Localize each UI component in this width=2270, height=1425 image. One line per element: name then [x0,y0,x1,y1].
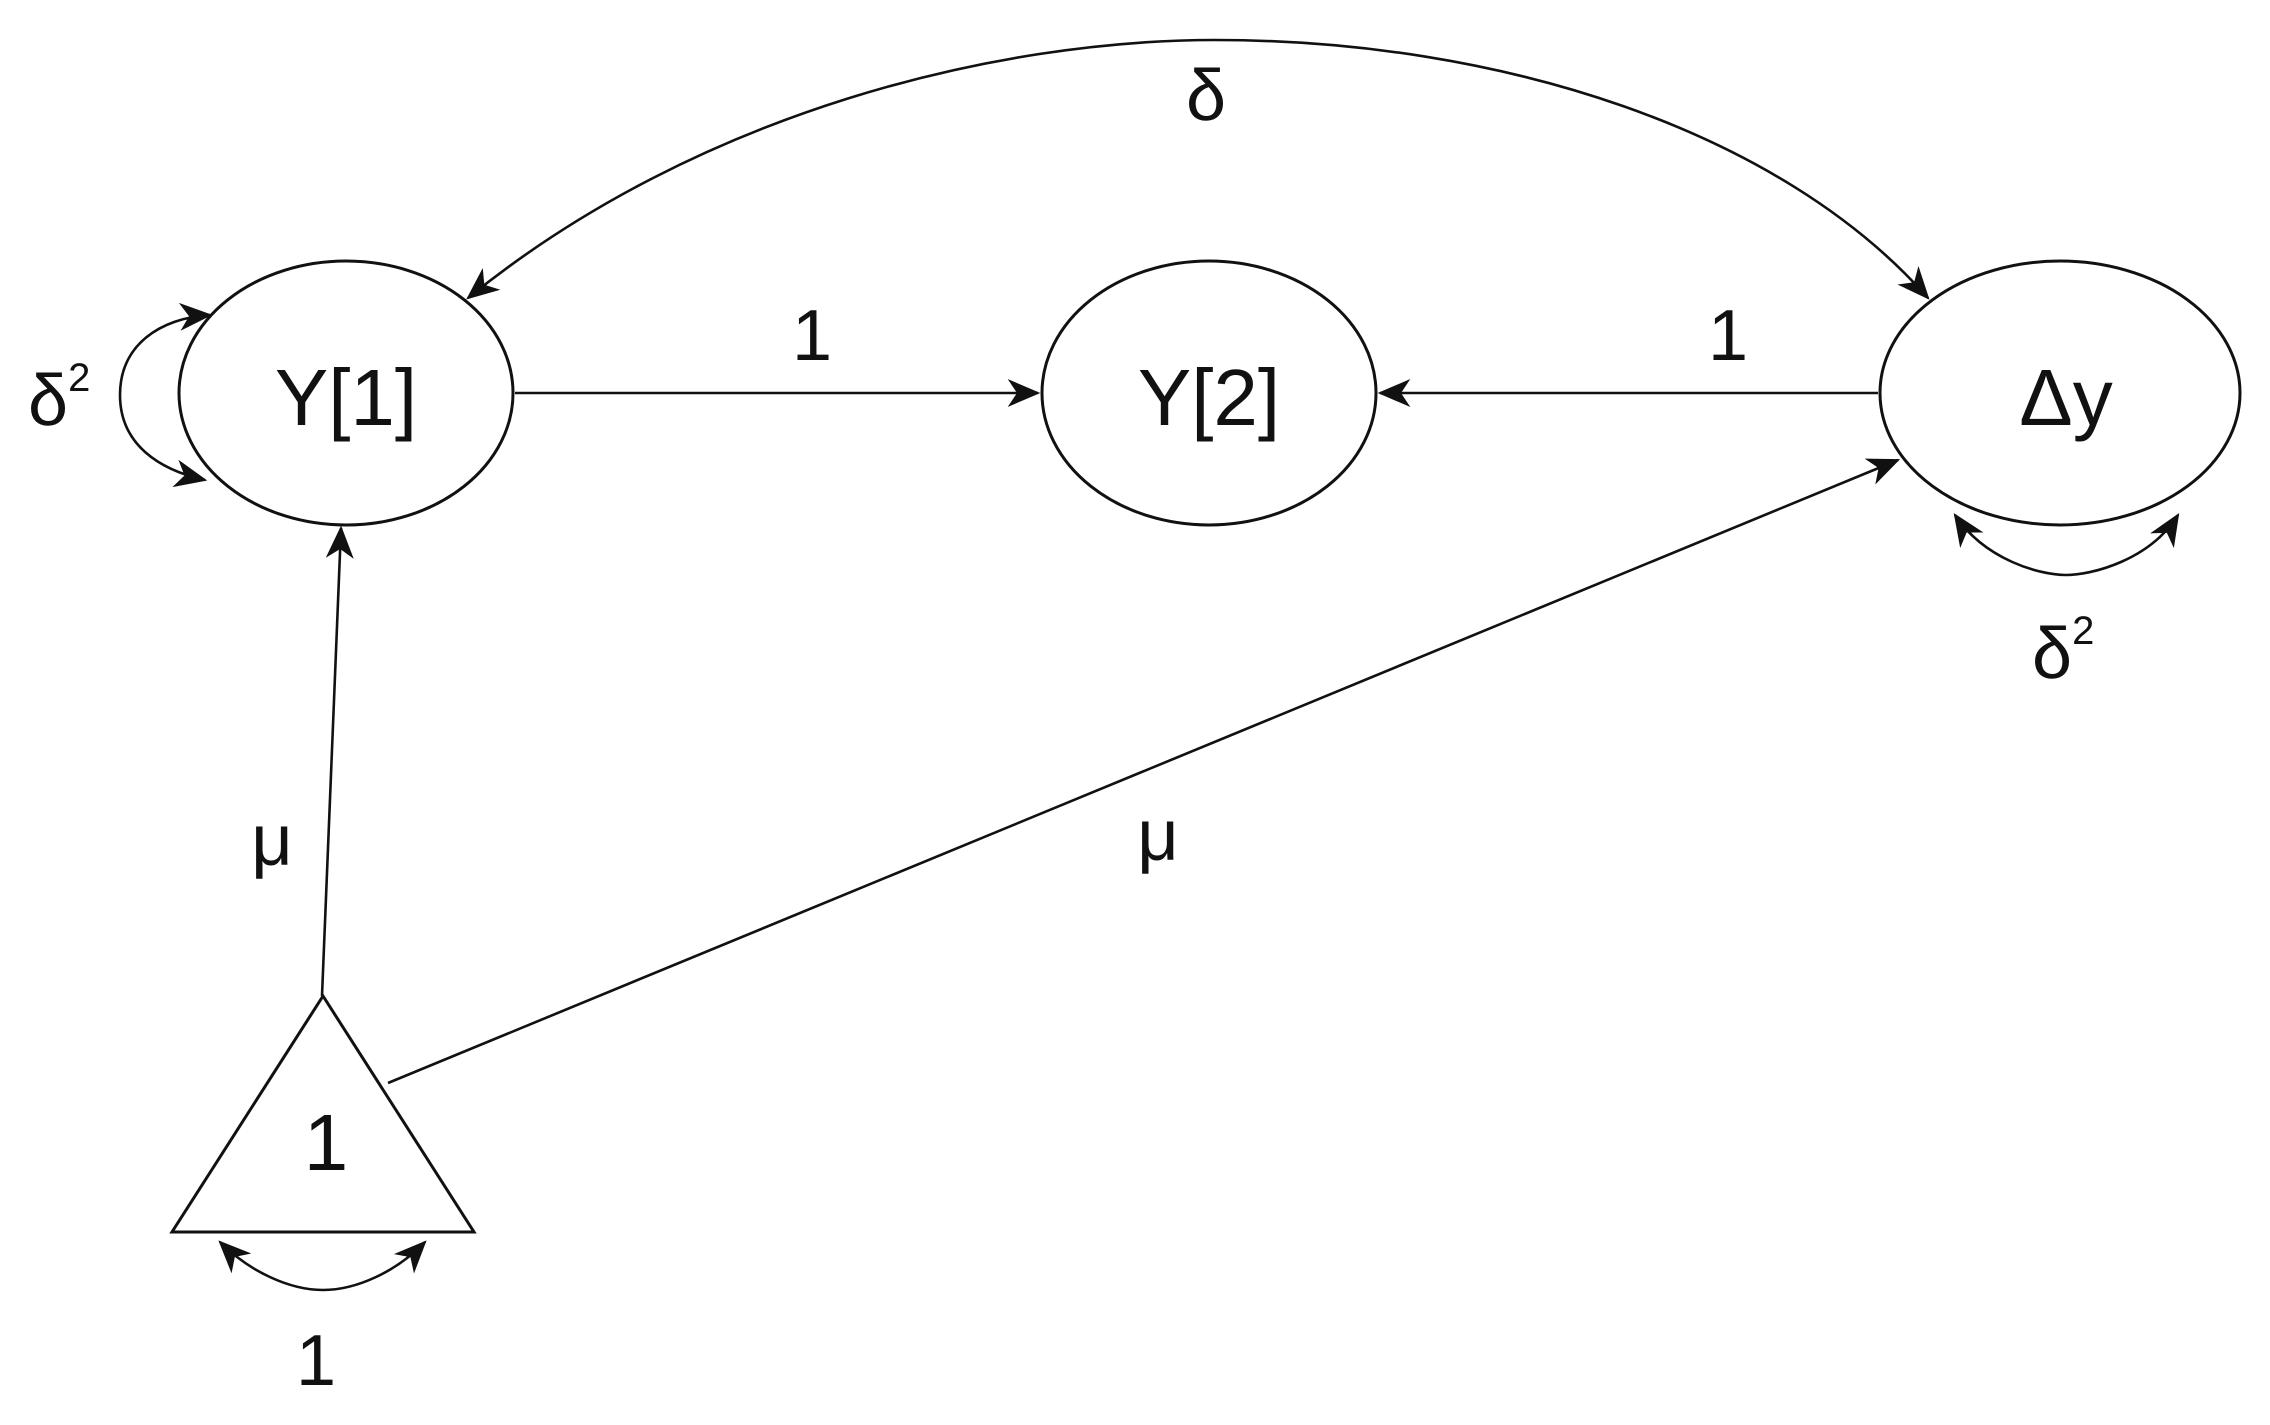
node-y1-label: Y[1] [275,353,417,442]
variance-loop-constant [218,1240,427,1292]
edge-constant-to-delta-y [387,458,1901,1085]
edge-label-constant-to-delta-y: μ [1137,796,1178,876]
variance-label-delta-y: δ2 [2032,609,2094,694]
node-y2 [1040,259,1378,527]
edge-label-delta-y-to-y2: 1 [1708,296,1748,376]
node-delta-y-label: Δy [2019,353,2112,442]
edge-covariance-y1-delta-y [466,38,1930,300]
edge-label-y1-to-y2: 1 [792,296,832,376]
edge-constant-to-y1 [320,525,354,997]
node-constant-triangle [169,993,477,1234]
variance-loop-y1 [118,302,213,488]
node-constant-label: 1 [304,1098,349,1187]
node-y2-label: Y[2] [1138,353,1280,442]
variance-label-constant: 1 [296,1321,336,1401]
edge-label-constant-to-y1: μ [251,801,292,881]
variance-label-y1: δ2 [28,356,90,441]
edge-label-covariance: δ [1186,56,1226,136]
variance-loop-delta-y [1953,513,2180,577]
